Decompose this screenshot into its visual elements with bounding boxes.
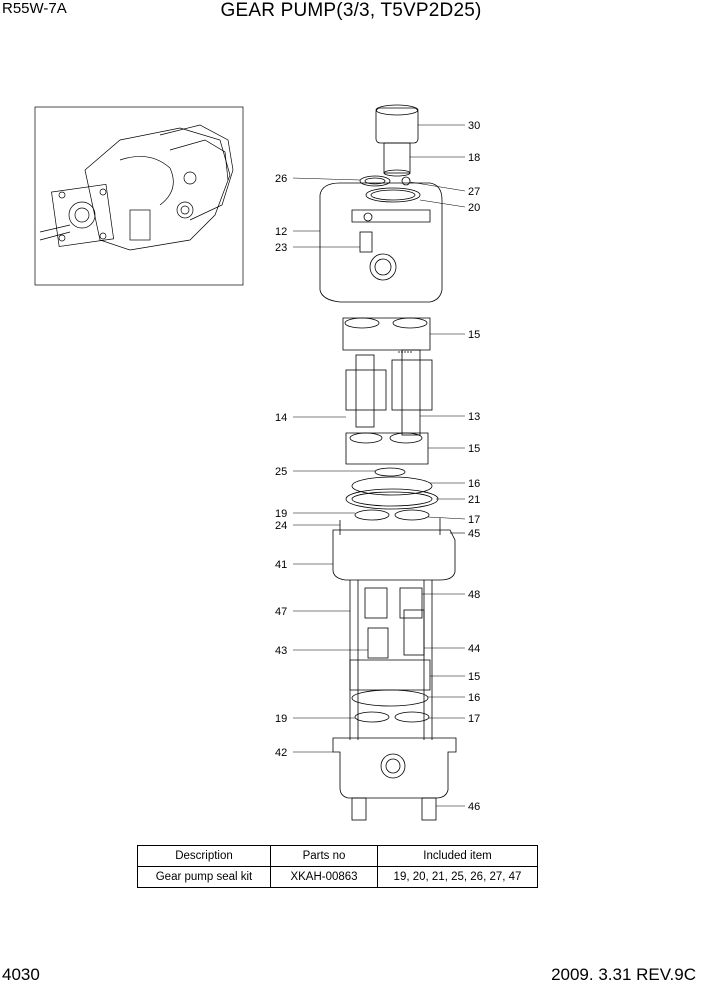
- part-12-housing: [319, 182, 443, 303]
- callout-13: 13: [468, 411, 480, 423]
- callout-47: 47: [275, 606, 287, 618]
- part-15-bushing-lower: [345, 432, 429, 465]
- part-23-plug: [359, 231, 373, 253]
- cell-included-item: 19, 20, 21, 25, 26, 27, 47: [377, 866, 538, 888]
- part-20-ring: [365, 187, 421, 203]
- callout-15-bottom: 15: [468, 671, 480, 683]
- callout-21: 21: [468, 494, 480, 506]
- part-16-plate: [351, 476, 433, 496]
- callout-25: 25: [275, 466, 287, 478]
- callout-45: 45: [468, 528, 480, 540]
- callout-43: 43: [275, 645, 287, 657]
- part-15-bushing-bottom: [349, 659, 431, 691]
- part-48-bush: [364, 587, 388, 619]
- callout-15-upper: 15: [468, 329, 480, 341]
- part-18-seal: [383, 142, 411, 174]
- part-27-ring: [401, 176, 411, 186]
- callout-19-lower: 19: [275, 713, 287, 725]
- callout-27: 27: [468, 186, 480, 198]
- part-16-plate-bottom: [351, 689, 429, 707]
- callout-41: 41: [275, 559, 287, 571]
- part-44-gear: [403, 609, 425, 656]
- callout-18: 18: [468, 152, 480, 164]
- callout-16-lower: 16: [468, 692, 480, 704]
- callout-46: 46: [468, 801, 480, 813]
- header-description: Description: [137, 845, 271, 867]
- cover-port: [380, 753, 406, 779]
- table-row: Gear pump seal kit XKAH-00863 19, 20, 21…: [137, 866, 538, 888]
- part-42-cover: [332, 737, 457, 799]
- mounting-flange: [51, 183, 115, 247]
- callout-42: 42: [275, 747, 287, 759]
- pump-body-outline: [84, 127, 231, 251]
- seal-kit-table: Description Parts no Included item Gear …: [137, 845, 538, 888]
- callout-17-lower: 17: [468, 713, 480, 725]
- callout-26: 26: [275, 173, 287, 185]
- part-46-bolt-left: [351, 797, 367, 821]
- table-header-row: Description Parts no Included item: [137, 845, 538, 867]
- pump-stack: [319, 104, 457, 821]
- part-14-gear: [345, 369, 387, 411]
- callout-16-upper: 16: [468, 478, 480, 490]
- model-code: R55W-7A: [2, 0, 67, 17]
- callout-48: 48: [468, 589, 480, 601]
- callout-30: 30: [468, 120, 480, 132]
- part-43-gear: [367, 627, 389, 659]
- part-19-bearing-upper: [354, 509, 390, 521]
- cell-description: Gear pump seal kit: [137, 866, 271, 888]
- callout-23: 23: [275, 242, 287, 254]
- leader-lines: [292, 124, 466, 807]
- housing-port: [369, 253, 397, 281]
- callout-44: 44: [468, 643, 480, 655]
- callout-19-upper: 19: [275, 508, 287, 520]
- header-included-item: Included item: [377, 845, 538, 867]
- callout-20: 20: [468, 202, 480, 214]
- callout-14: 14: [275, 412, 287, 424]
- cell-parts-no: XKAH-00863: [270, 866, 378, 888]
- part-25-oring: [374, 467, 406, 477]
- page-title: GEAR PUMP(3/3, T5VP2D25): [220, 0, 482, 21]
- part-41-body: [332, 529, 456, 581]
- inset-frame: [34, 106, 244, 286]
- callout-15-lower: 15: [468, 443, 480, 455]
- callout-12: 12: [275, 226, 287, 238]
- revision-date: 2009. 3.31 REV.9C: [551, 965, 696, 984]
- part-19-bearing-lower: [354, 711, 390, 723]
- part-26-ring: [359, 175, 391, 187]
- part-46-bolt-right: [421, 797, 437, 821]
- callout-17-upper: 17: [468, 514, 480, 526]
- header-parts-no: Parts no: [270, 845, 378, 867]
- callout-24: 24: [275, 520, 287, 532]
- part-17-bearing-lower: [394, 711, 430, 723]
- assembly-inset: [34, 106, 244, 286]
- part-13-gear: [391, 359, 433, 411]
- callout-labels: 30 18 26 27 20 12 23 15 14 13 15 25 16 2…: [275, 120, 480, 813]
- page-number: 4030: [2, 965, 40, 984]
- part-17-bearing-upper: [394, 509, 430, 521]
- part-15-bushing-upper: [342, 317, 431, 351]
